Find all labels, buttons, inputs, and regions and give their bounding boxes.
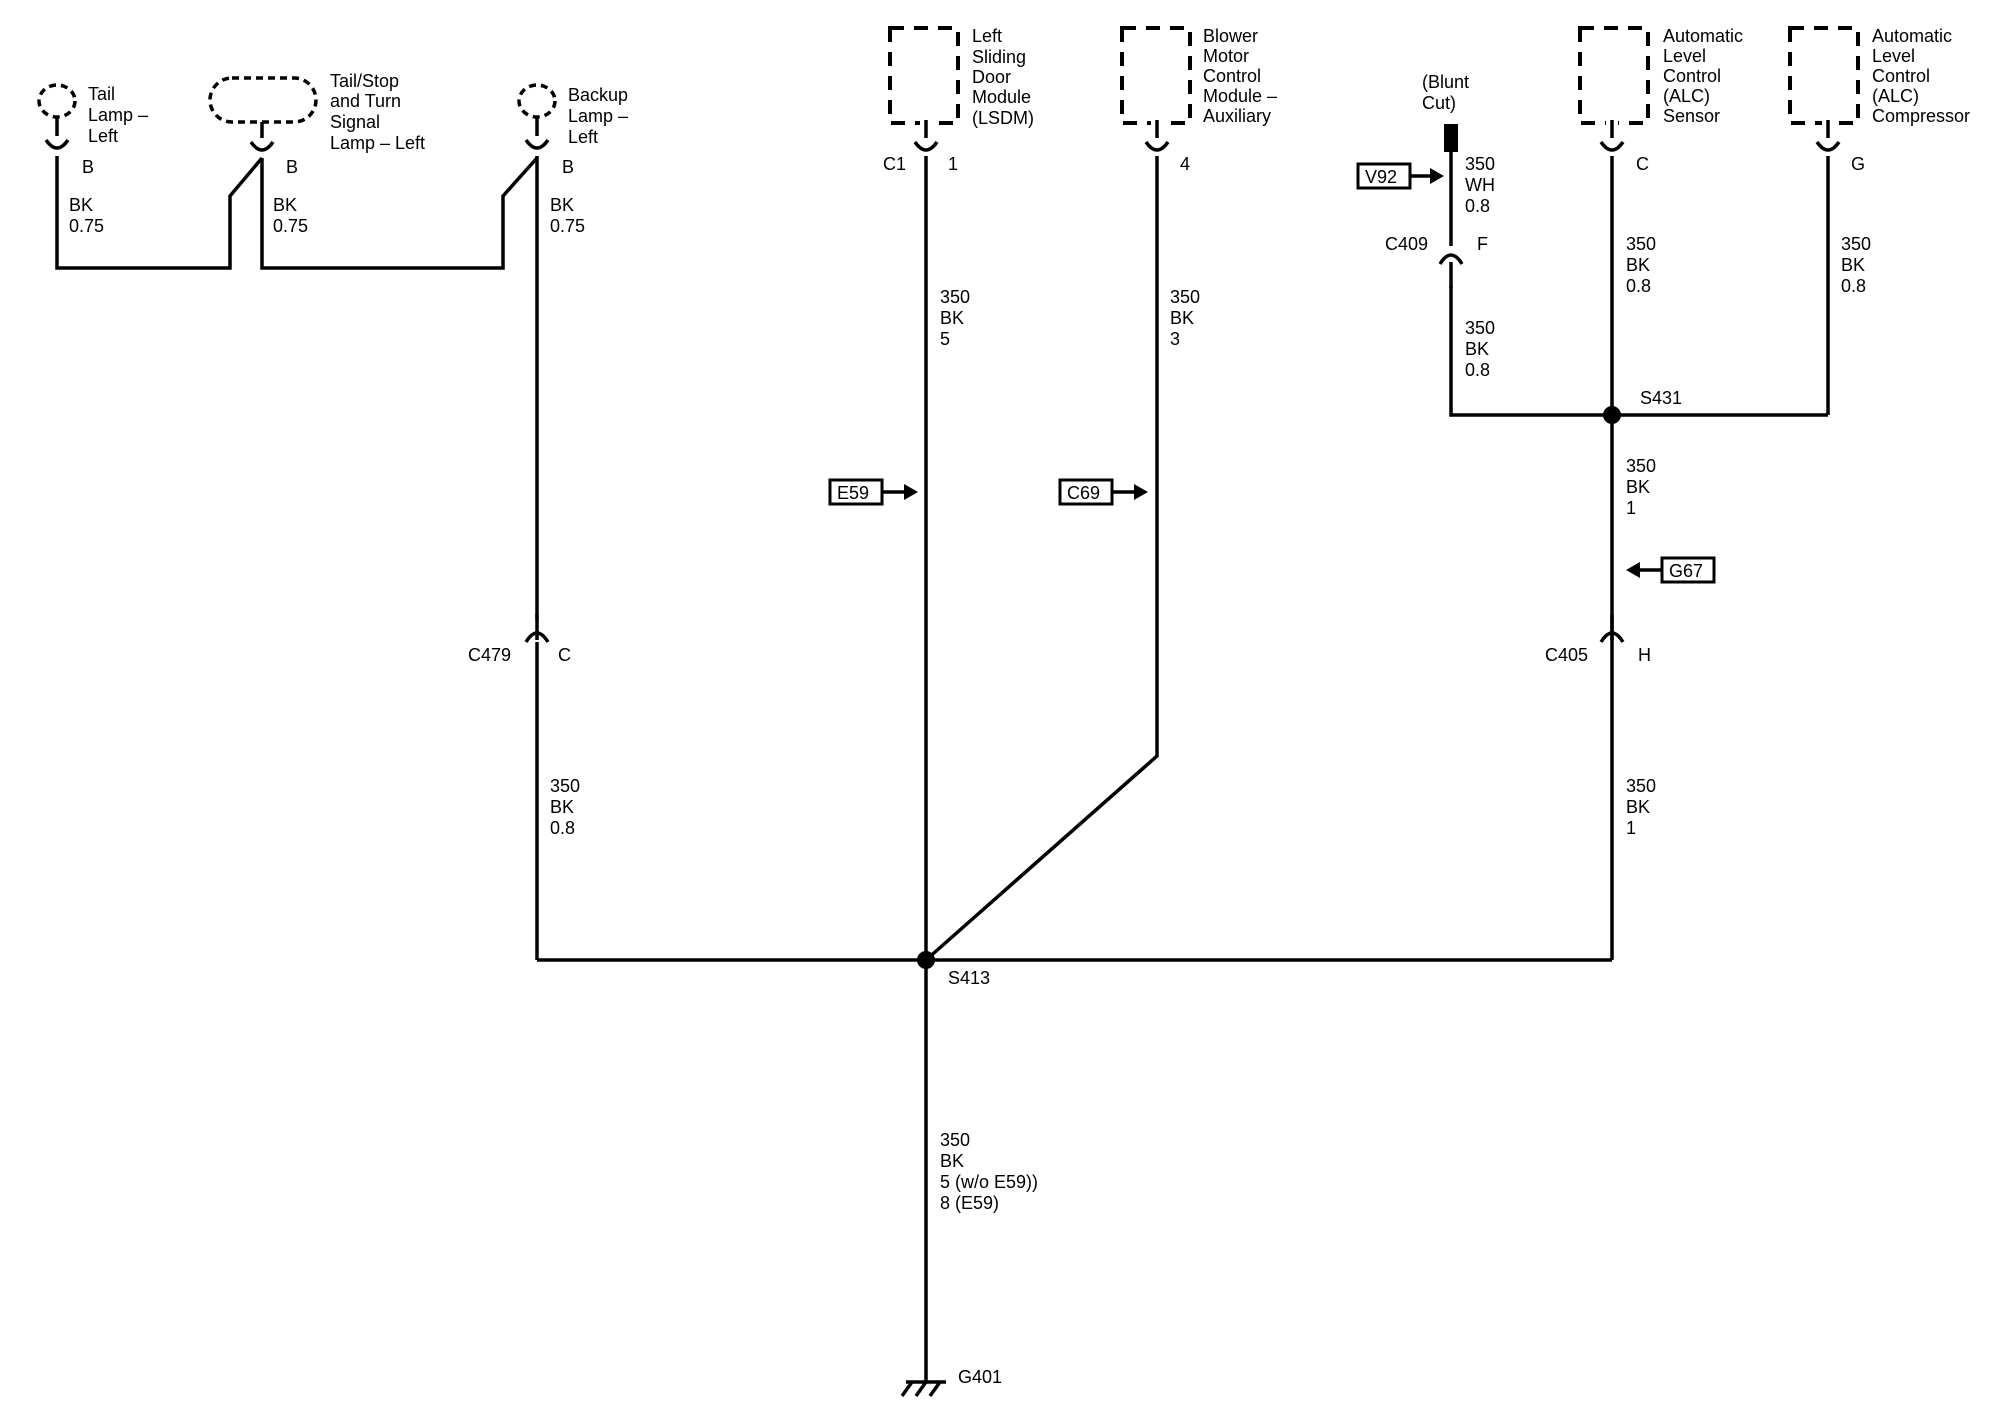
connector-name: C479 [468,645,511,665]
lsdm-module[interactable]: Left Sliding Door Module (LSDM) C1 1 [883,26,1036,174]
splice-dot-icon [1603,406,1621,424]
backup-lamp-left[interactable]: Backup Lamp – Left B [517,83,633,177]
wire-label-backup: BK 0.75 [550,195,585,236]
pin-terminal-icon [44,138,70,150]
arrow-right-icon [904,484,918,500]
splice-s413[interactable]: S413 [917,951,990,988]
svg-text:E59: E59 [837,483,869,503]
pin-label: B [562,157,574,177]
pin-terminal-icon [524,138,550,150]
ground-hatch-icon [900,1380,914,1398]
wire-label-ground: 350 BK 5 (w/o E59)) 8 (E59) [940,1130,1043,1213]
module-outline-icon [1578,26,1650,125]
connector-cup-icon [524,631,550,643]
connector-pin: F [1477,234,1488,254]
pin-terminal-icon [249,140,275,152]
connector-cup-icon [1438,253,1464,265]
splice-s431[interactable]: S431 [1603,388,1682,424]
pin-label: B [82,157,94,177]
wire-label-backup-lower: 350 BK 0.8 [550,776,585,838]
connector-pin: C [558,645,571,665]
wire-label-s431-down: 350 BK 1 [1626,456,1661,518]
module-outline-icon [1120,26,1192,125]
pin-label: G [1851,154,1865,174]
wire-label-tail-stop: BK 0.75 [273,195,308,236]
tail-lamp-outline-icon [37,83,77,119]
component-label: Tail/Stop and Turn Signal Lamp – Left [330,71,425,153]
pin-terminal-icon [1144,140,1170,152]
component-label: (Blunt Cut) [1422,72,1474,113]
alc-sensor[interactable]: Automatic Level Control (ALC) Sensor C [1578,26,1748,174]
pin-terminal-icon [1815,140,1841,152]
option-ref-g67[interactable]: G67 [1626,556,1716,584]
option-ref-v92[interactable]: V92 [1356,162,1444,190]
lamp-outline-icon [208,76,318,124]
blower-motor-control-module-aux[interactable]: Blower Motor Control Module – Auxiliary … [1120,26,1282,174]
svg-text:C69: C69 [1067,483,1100,503]
svg-text:V92: V92 [1365,167,1397,187]
connector-name: C405 [1545,645,1588,665]
wire-label-alc-compressor: 350 BK 0.8 [1841,234,1876,296]
connector-name: C1 [883,154,906,174]
splice-dot-icon [917,951,935,969]
pin-terminal-icon [913,140,939,152]
arrow-right-icon [1430,168,1444,184]
backup-lamp-outline-icon [517,83,557,119]
pin-terminal-icon [1599,140,1625,152]
connector-c479[interactable]: C479 C [468,614,571,665]
connector-pin: H [1638,645,1651,665]
arrow-left-icon [1626,562,1640,578]
component-label: Left Sliding Door Module (LSDM) [972,26,1036,128]
wire-label-lsdm: 350 BK 5 [940,287,975,349]
wire-label-blunt-upper: 350 WH 0.8 [1465,154,1500,216]
wire-label-blower: 350 BK 3 [1170,287,1205,349]
ground-label: G401 [958,1367,1002,1387]
wire-label-alc-lower: 350 BK 1 [1626,776,1661,838]
alc-compressor[interactable]: Automatic Level Control (ALC) Compressor… [1788,26,1970,174]
option-ref-c69[interactable]: C69 [1058,478,1148,506]
splice-label: S413 [948,968,990,988]
wire-label-tail: BK 0.75 [69,195,104,236]
wire-label-blunt-lower: 350 BK 0.8 [1465,318,1500,380]
module-outline-icon [1788,26,1860,125]
component-label: Automatic Level Control (ALC) Compressor [1872,26,1970,126]
tail-stop-turn-lamp-left[interactable]: Tail/Stop and Turn Signal Lamp – Left B [208,71,425,177]
pin-label: B [286,157,298,177]
connector-name: C409 [1385,234,1428,254]
component-label: Tail Lamp – Left [88,84,153,146]
lamp-wiring [55,156,539,620]
component-label: Blower Motor Control Module – Auxiliary [1203,26,1282,126]
component-label: Automatic Level Control (ALC) Sensor [1663,26,1748,126]
splice-label: S431 [1640,388,1682,408]
tail-lamp-left[interactable]: Tail Lamp – Left B [37,83,153,177]
ground-g401[interactable]: G401 [900,1367,1002,1398]
wire-label-alc-sensor: 350 BK 0.8 [1626,234,1661,296]
option-ref-e59[interactable]: E59 [828,478,918,506]
connector-c409[interactable]: C409 F [1385,234,1488,288]
connector-cup-icon [1599,631,1625,643]
svg-text:G67: G67 [1669,561,1703,581]
blunt-cut-end-icon [1444,124,1458,152]
component-label: Backup Lamp – Left [568,85,633,147]
arrow-right-icon [1134,484,1148,500]
module-outline-icon [888,26,960,125]
connector-c405[interactable]: C405 H [1545,614,1651,665]
blunt-cut: (Blunt Cut) [1422,72,1474,152]
pin-label: 1 [948,154,958,174]
pin-label: C [1636,154,1649,174]
pin-label: 4 [1180,154,1190,174]
